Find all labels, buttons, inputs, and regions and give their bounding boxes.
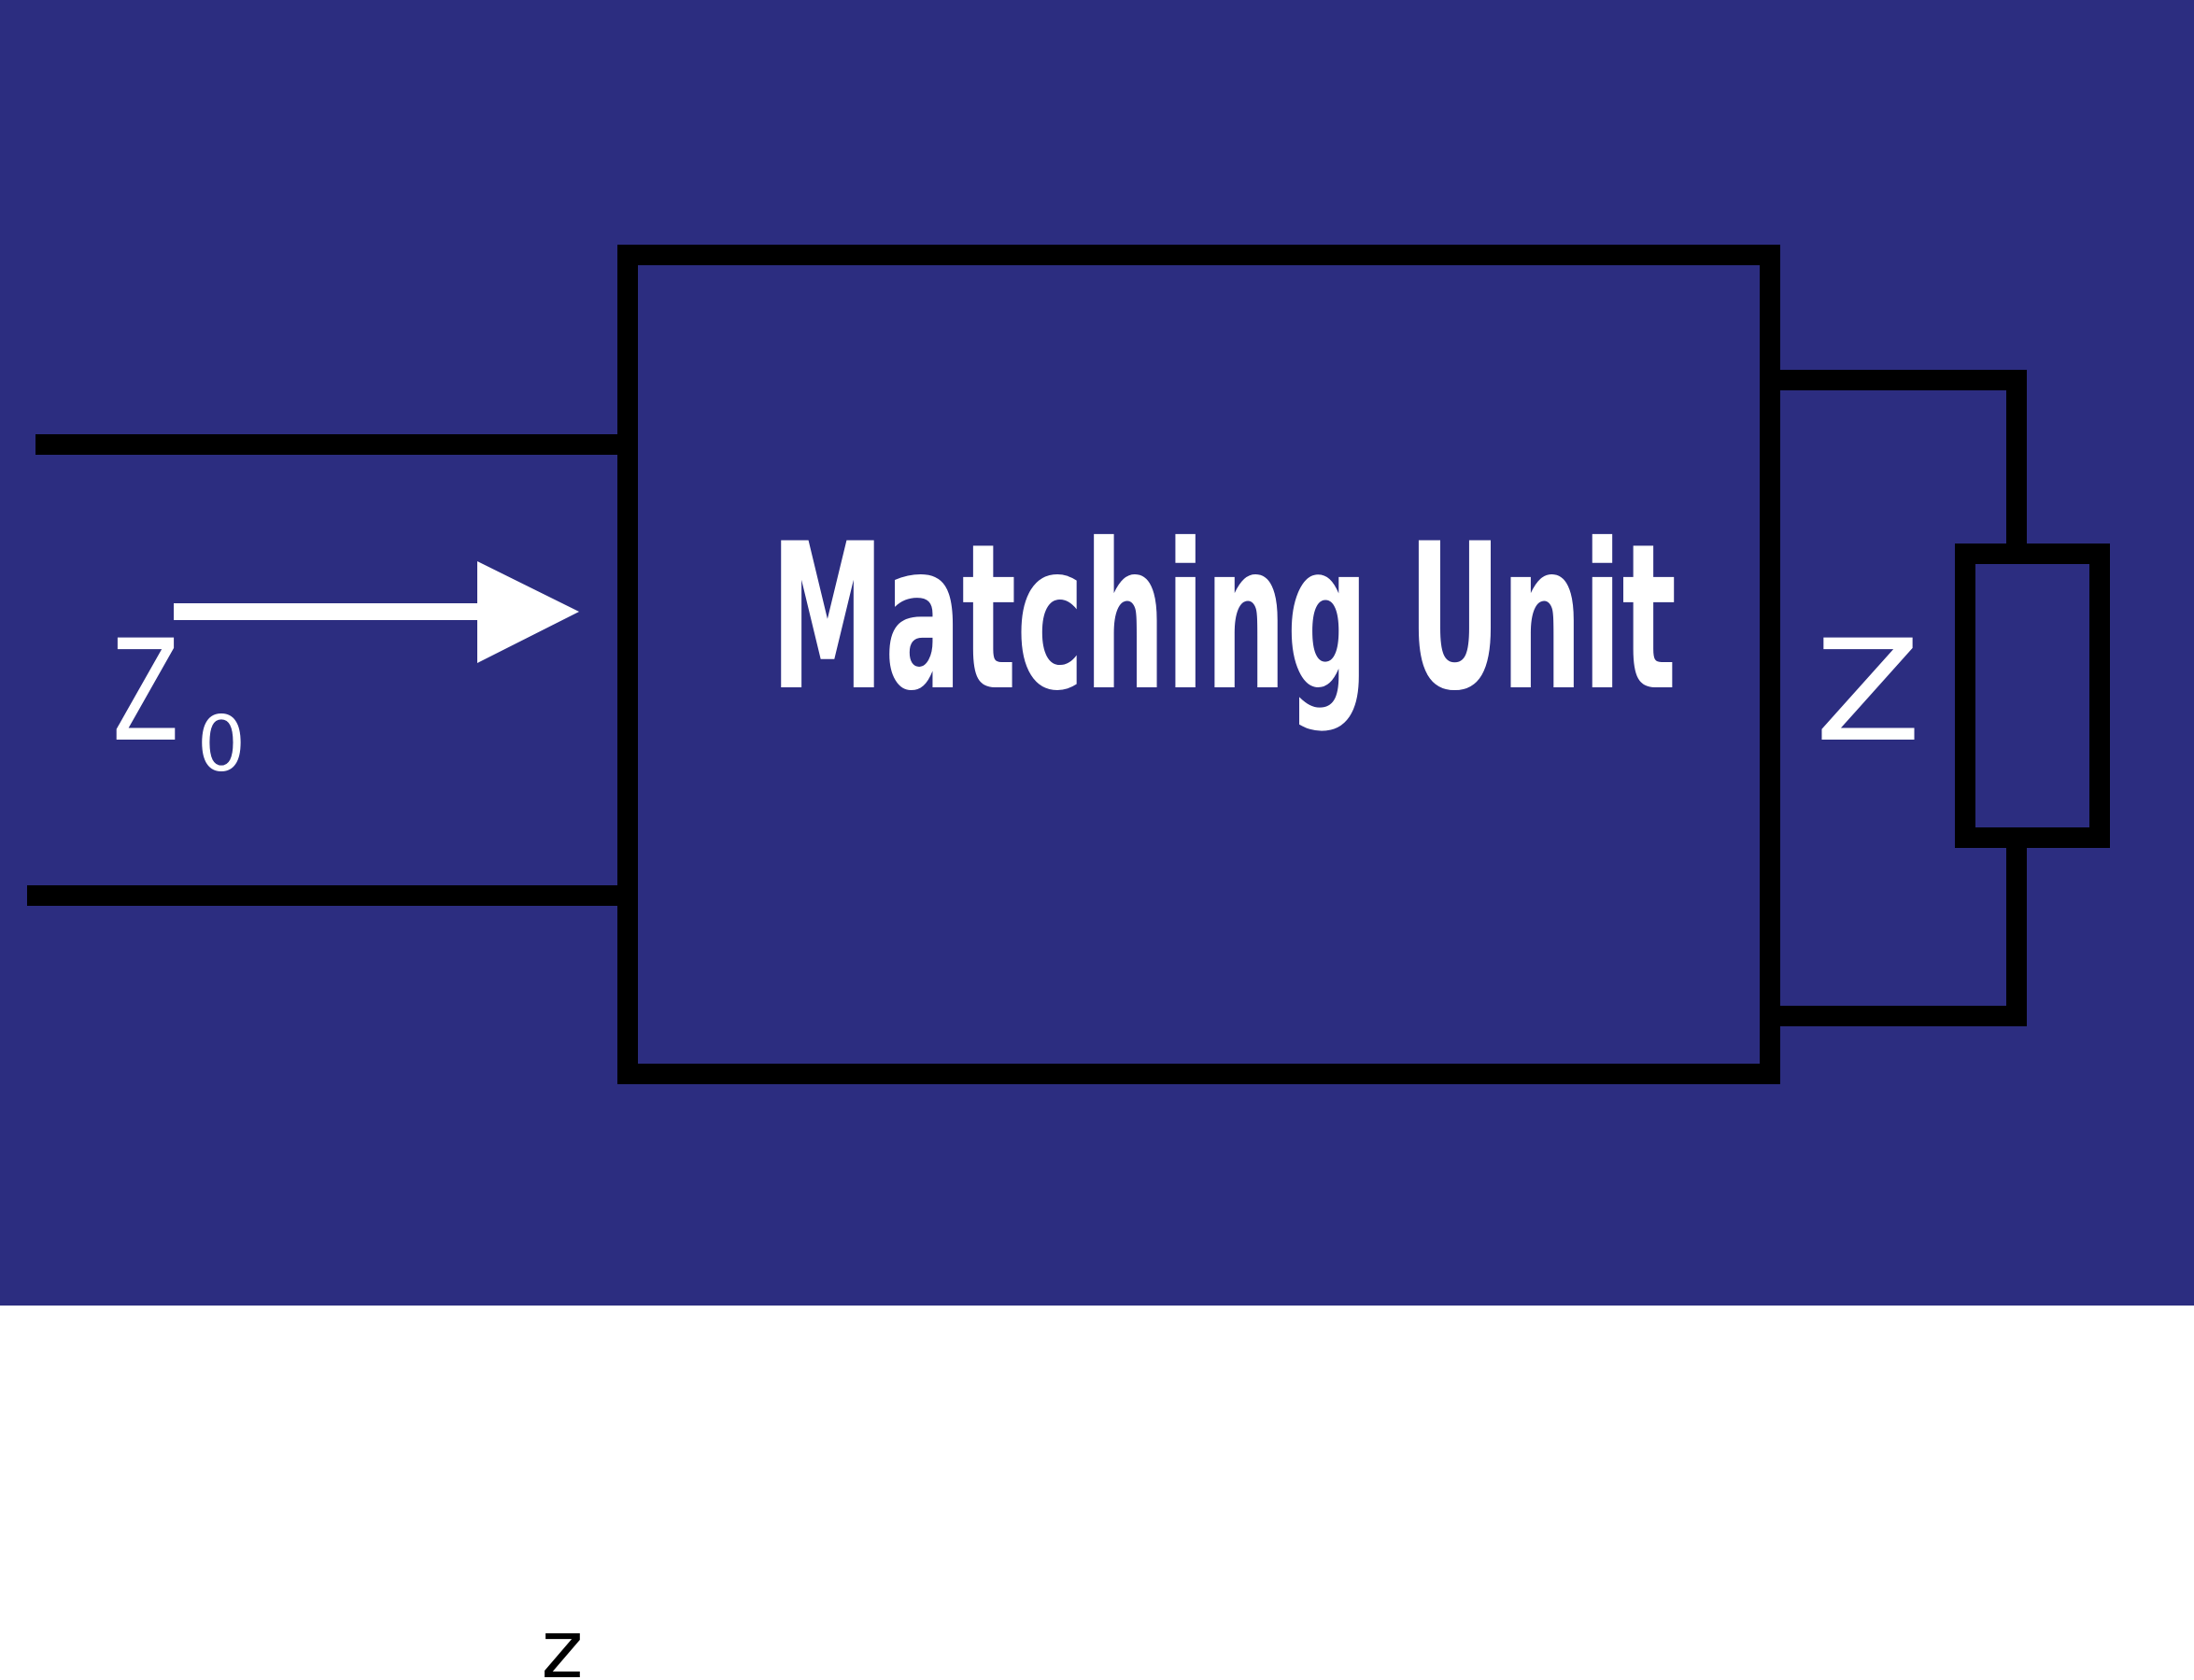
matching-unit-box [617,245,1780,1084]
line-impedance-subscript: 0 [197,700,246,789]
load-wire-top [1770,370,2027,553]
caption-letter: z [541,1603,583,1680]
line-impedance-symbol: Z [112,611,179,773]
matching-unit-label: Matching Unit [771,501,1677,735]
diagram-background [0,0,2194,1306]
incident-arrow-head [477,561,579,663]
load-impedance-label: Z [1815,611,1921,773]
load-wire-bottom [1770,838,2027,1026]
load-resistor [1955,544,2110,848]
